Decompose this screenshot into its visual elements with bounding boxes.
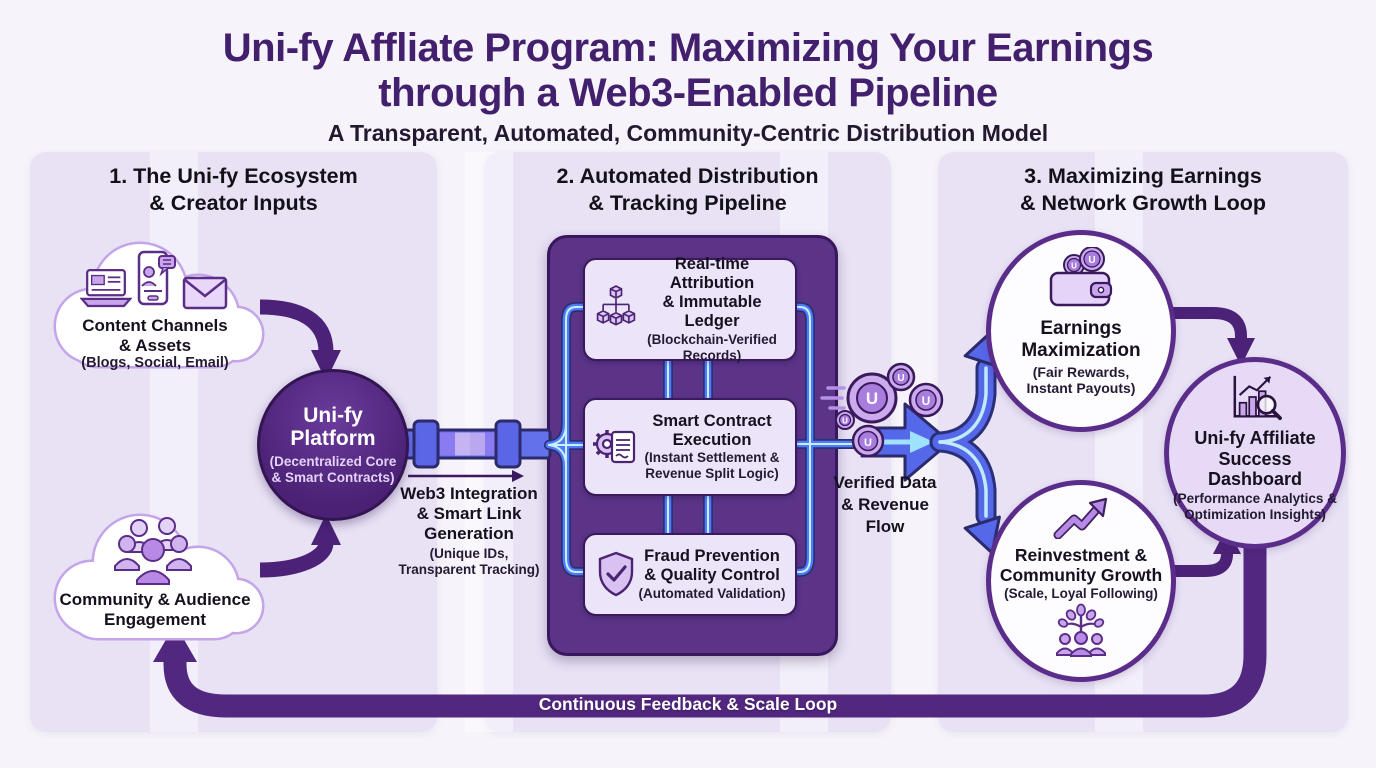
earnings-to-dashboard-arrow xyxy=(1167,307,1255,366)
web3-integration-label-block: Web3 Integration & Smart Link Generation… xyxy=(393,484,545,579)
web3-label: Web3 Integration & Smart Link Generation xyxy=(400,484,538,544)
smart-contract-sublabel: (Instant Settlement & Revenue Split Logi… xyxy=(644,450,780,482)
envelope-icon xyxy=(182,276,228,315)
content-channels-label: Content Channels & Assets xyxy=(82,316,228,355)
panel-ecosystem-heading: 1. The Uni-fy Ecosystem & Creator Inputs xyxy=(109,164,358,215)
reinvestment-sublabel: (Scale, Loyal Following) xyxy=(1004,586,1158,602)
svg-text:U: U xyxy=(1088,255,1095,266)
dashboard-label: Uni-fy Affiliate Success Dashboard xyxy=(1194,428,1316,490)
phone-chat-icon xyxy=(137,248,177,313)
fraud-prevention-sublabel: (Automated Validation) xyxy=(638,585,786,601)
verified-flow-label: Verified Data & Revenue Flow xyxy=(833,473,937,537)
panel-growth-heading: 3. Maximizing Earnings & Network Growth … xyxy=(1019,164,1267,215)
earnings-sublabel: (Fair Rewards, Instant Payouts) xyxy=(1026,363,1136,397)
attribution-label: Real-time Attribution & Immutable Ledger xyxy=(662,255,762,330)
coin: U xyxy=(851,424,885,458)
coin: U xyxy=(846,372,898,424)
coin: U xyxy=(908,382,944,418)
svg-text:U: U xyxy=(922,394,931,408)
community-to-platform-arrow xyxy=(259,514,341,578)
blockchain-icon xyxy=(593,284,639,341)
fraud-prevention-box: Fraud Prevention & Quality Control (Auto… xyxy=(583,533,797,616)
page-title: Uni-fy Affliate Program: Maximizing Your… xyxy=(222,26,1154,115)
coin: U xyxy=(835,410,855,430)
analytics-dashboard-icon xyxy=(1226,372,1284,427)
svg-text:U: U xyxy=(842,417,848,426)
reinvestment-label: Reinvestment & Community Growth xyxy=(999,545,1163,586)
attribution-box: Real-time Attribution & Immutable Ledger… xyxy=(583,255,797,363)
web3-sublabel: (Unique IDs, Transparent Tracking) xyxy=(398,546,540,578)
earnings-node: U U Earnings Maximization (Fair Rewards,… xyxy=(986,230,1176,432)
dashboard-node: Uni-fy Affiliate Success Dashboard (Perf… xyxy=(1164,357,1346,549)
feedback-loop-label: Continuous Feedback & Scale Loop xyxy=(538,694,838,714)
panel-pipeline-heading: 2. Automated Distribution & Tracking Pip… xyxy=(556,164,819,215)
dashboard-sublabel: (Performance Analytics & Optimization In… xyxy=(1173,491,1337,522)
shield-check-icon xyxy=(595,550,637,603)
content-channels-cloud: Content Channels & Assets (Blogs, Social… xyxy=(40,228,270,380)
svg-text:U: U xyxy=(1071,262,1077,271)
speed-lines xyxy=(820,386,846,410)
smart-contract-label: Smart Contract Execution xyxy=(652,411,772,449)
platform-sublabel: (Decentralized Core & Smart Contracts) xyxy=(269,453,397,486)
token-coins: U U U U U xyxy=(835,362,944,458)
wallet-coins-icon: U U xyxy=(1047,246,1115,316)
web3-arrow xyxy=(408,470,524,482)
cloud-to-platform-arrow xyxy=(259,299,341,381)
community-cloud: Community & Audience Engagement xyxy=(40,500,270,652)
svg-text:U: U xyxy=(897,373,904,384)
coin: U xyxy=(886,362,916,392)
smart-contract-box: Smart Contract Execution (Instant Settle… xyxy=(583,398,797,496)
page-subtitle: A Transparent, Automated, Community-Cent… xyxy=(327,120,1049,146)
smart-link-pipe xyxy=(398,419,552,469)
community-tree-icon xyxy=(1052,603,1110,662)
reinvestment-node: Reinvestment & Community Growth (Scale, … xyxy=(986,480,1176,682)
fraud-prevention-label: Fraud Prevention & Quality Control xyxy=(644,547,780,585)
platform-label: Uni-fy Platform xyxy=(290,403,376,451)
content-channels-sublabel: (Blogs, Social, Email) xyxy=(81,355,229,371)
attribution-sublabel: (Blockchain-Verified Records) xyxy=(647,331,777,363)
growth-arrow-icon xyxy=(1052,497,1110,544)
community-label: Community & Audience Engagement xyxy=(59,590,251,629)
svg-text:U: U xyxy=(866,389,878,408)
unify-platform-node: Uni-fy Platform (Decentralized Core & Sm… xyxy=(257,369,409,521)
people-group-icon xyxy=(113,514,197,593)
svg-text:U: U xyxy=(864,437,872,449)
smart-contract-icon xyxy=(592,420,640,479)
earnings-label: Earnings Maximization xyxy=(1021,318,1141,361)
feedback-loop-arrow xyxy=(153,505,1267,718)
laptop-icon xyxy=(79,268,133,315)
